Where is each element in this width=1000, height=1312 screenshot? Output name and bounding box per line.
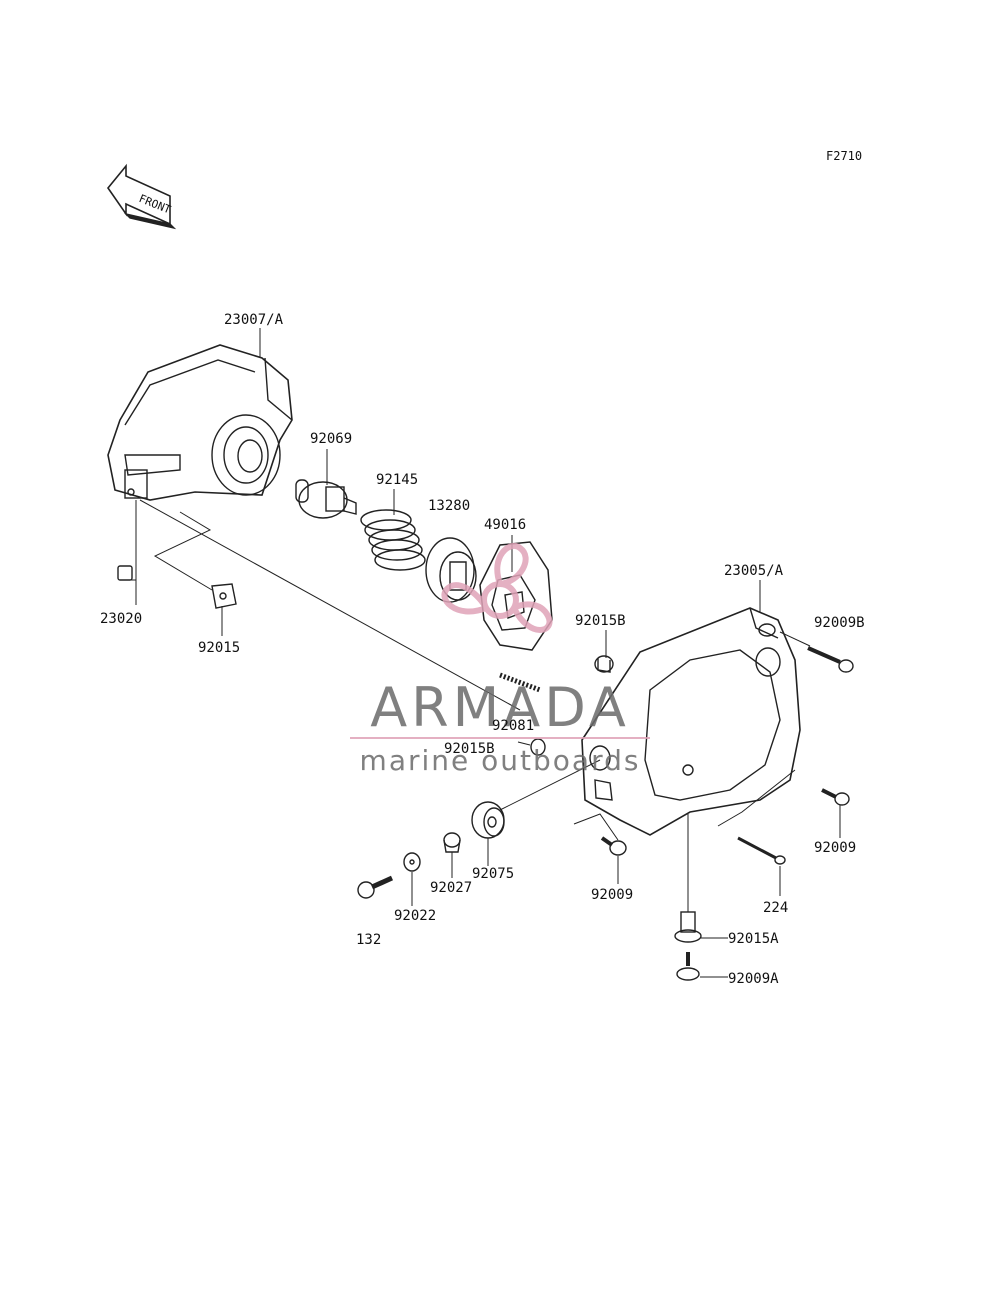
front-arrow-icon <box>106 163 177 230</box>
figure-code: F2710 <box>826 149 862 163</box>
watermark-brand: ARMADA <box>370 676 630 739</box>
label-92075: 92075 <box>472 866 514 882</box>
bolt-92009-right <box>821 788 850 806</box>
label-92009-mid: 92009 <box>591 887 633 903</box>
label-92069: 92069 <box>310 431 352 447</box>
spacer-top <box>594 655 614 673</box>
label-92015B-top: 92015B <box>575 613 626 629</box>
headlight-bracket <box>581 607 801 836</box>
collar <box>443 832 461 853</box>
spring <box>360 509 426 571</box>
label-13280: 13280 <box>428 498 470 514</box>
screw-224 <box>737 836 786 865</box>
small-spring <box>499 672 541 693</box>
label-224: 224 <box>763 900 788 916</box>
label-23020: 23020 <box>100 611 142 627</box>
label-23007: 23007/A <box>224 312 284 328</box>
clip <box>117 565 133 581</box>
watermark: ARMADA marine outboards <box>350 543 650 777</box>
spacer-92015A <box>674 911 702 943</box>
label-23005: 23005/A <box>724 563 784 579</box>
headlight-housing <box>107 344 293 501</box>
label-92015B-mid: 92015B <box>444 741 495 757</box>
label-92022: 92022 <box>394 908 436 924</box>
label-132: 132 <box>356 932 381 948</box>
bolt-92009B <box>807 646 854 673</box>
bolt-132 <box>357 875 394 899</box>
leader-lines <box>126 328 841 978</box>
label-92081: 92081 <box>492 718 534 734</box>
label-92009-right: 92009 <box>814 840 856 856</box>
part-labels: F2710 FRONT 23007/A 92069 92145 13280 49… <box>100 149 865 987</box>
label-92009B: 92009B <box>814 615 865 631</box>
grommet <box>471 801 505 839</box>
bolt-92009-mid <box>600 836 627 856</box>
propeller-logo-icon <box>441 543 553 633</box>
nut <box>211 583 237 609</box>
bolt-92009A <box>676 952 700 981</box>
label-92027: 92027 <box>430 880 472 896</box>
label-49016: 49016 <box>484 517 526 533</box>
label-92015A: 92015A <box>728 931 779 947</box>
label-92145: 92145 <box>376 472 418 488</box>
bulb <box>295 479 357 519</box>
label-92015: 92015 <box>198 640 240 656</box>
watermark-tagline: marine outboards <box>360 744 641 777</box>
washer <box>403 852 421 872</box>
label-92009A: 92009A <box>728 971 779 987</box>
